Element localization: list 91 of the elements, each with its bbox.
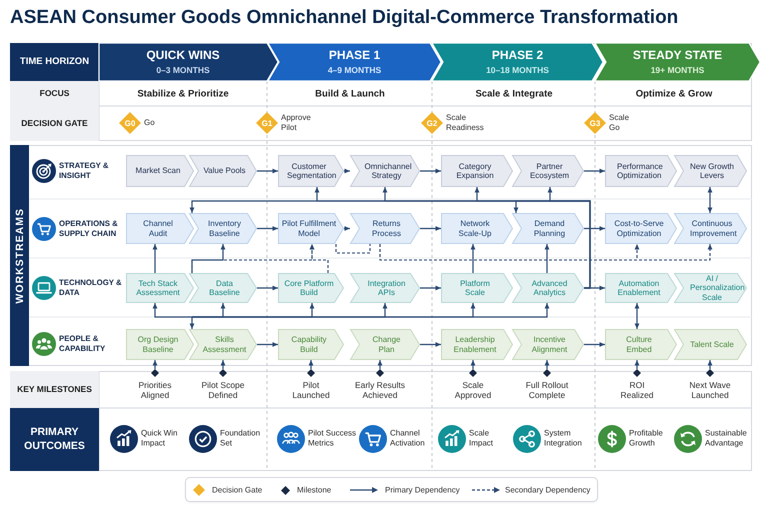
row-header: TIME HORIZON — [10, 43, 99, 81]
legend-label: Secondary Dependency — [505, 486, 590, 494]
process-step: Channel Audit — [126, 213, 194, 244]
outcome-label: Pilot Success Metrics — [308, 428, 358, 450]
milestone-label: ROI Realized — [619, 380, 655, 400]
arrow — [257, 286, 278, 290]
arrow — [544, 244, 550, 273]
arrow — [257, 168, 278, 174]
arrow — [310, 244, 329, 273]
arrow — [378, 360, 382, 369]
arrow — [152, 303, 192, 318]
arrow — [634, 360, 640, 369]
gate-diamond: G3 — [584, 112, 606, 134]
process-step: Tech Stack Assessment — [126, 273, 194, 303]
gate-diamond: G1 — [256, 112, 278, 134]
process-step: Network Scale-Up — [441, 213, 513, 244]
process-step: Market Scan — [126, 155, 194, 187]
arrow — [470, 244, 476, 273]
milestone-label: Next Wave Launched — [688, 380, 732, 400]
process-step: Leadership Enablement — [441, 329, 513, 360]
arrow — [708, 360, 712, 369]
focus-label: Stabilize & Prioritize — [137, 88, 229, 100]
phase-header: PHASE 1 4–9 MONTHS — [268, 43, 441, 81]
process-step: Platform Scale — [441, 273, 513, 303]
arrow — [514, 200, 591, 289]
gate-label: Approve Pilot — [281, 113, 312, 133]
arrow — [420, 342, 441, 347]
arrow — [470, 360, 476, 369]
arrow — [584, 226, 605, 231]
arrow — [344, 226, 350, 231]
row-header: FOCUS — [10, 81, 99, 106]
double-arrow — [708, 187, 712, 213]
arrow — [152, 244, 158, 273]
arrow — [152, 360, 158, 369]
arrow — [379, 244, 712, 261]
milestone-label: Early Results Achieved — [354, 380, 406, 400]
phase-header: QUICK WINS 0–3 MONTHS — [99, 43, 278, 81]
legend-label: Milestone — [297, 486, 332, 494]
gate-label: Scale Go — [609, 113, 630, 133]
connector-line — [335, 244, 371, 254]
outcome-label: Quick Win Impact — [141, 428, 178, 450]
arrow — [257, 226, 278, 231]
milestone-label: Pilot Launched — [291, 380, 331, 400]
process-step: Core Platform Build — [278, 273, 344, 303]
process-step: Customer Segmentation — [278, 155, 344, 187]
focus-label: Build & Launch — [315, 88, 385, 100]
outcome-label: Foundation Set — [220, 428, 262, 450]
outcome-label: System Integration — [544, 428, 583, 450]
process-step: Performance Optimization — [605, 155, 677, 187]
outcome-label: Profitable Growth — [629, 428, 664, 450]
arrow — [584, 342, 605, 347]
gate-diamond: G2 — [421, 112, 443, 134]
legend-label: Decision Gate — [212, 486, 262, 494]
process-step: Automation Enablement — [605, 273, 677, 303]
arrow — [420, 286, 441, 290]
phase-header: PHASE 2 10–18 MONTHS — [432, 43, 603, 81]
phase-header: STEADY STATE 19+ MONTHS — [595, 43, 760, 81]
process-step: Category Expansion — [441, 155, 513, 187]
row-header: PRIMARY OUTCOMES — [10, 408, 99, 471]
process-step: Pilot Fulfillment Model — [278, 213, 344, 244]
arrow — [420, 226, 441, 231]
row-header: KEY MILESTONES — [10, 371, 99, 408]
gate-label: Go — [144, 118, 155, 128]
diagram-title: ASEAN Consumer Goods Omnichannel Digital-Commerce Transformation — [10, 7, 678, 29]
section-band: WORKSTREAMS — [10, 145, 29, 366]
arrow — [190, 317, 194, 329]
arrow — [308, 360, 314, 369]
outcome-label: Sustainable Advantage — [705, 428, 748, 450]
process-step: Org Design Baseline — [126, 329, 194, 360]
arrow — [544, 360, 550, 369]
arrow — [584, 168, 605, 174]
gate-diamond: G0 — [119, 112, 141, 134]
milestone-label: Scale Approved — [454, 380, 492, 400]
process-step: Capability Build — [278, 329, 344, 360]
process-step: Cost-to-Serve Optimization — [605, 213, 677, 244]
process-step: Culture Embed — [605, 329, 677, 360]
arrow — [344, 168, 350, 174]
arrow — [192, 303, 550, 318]
arrow — [257, 342, 278, 347]
gate-label: Scale Readiness — [446, 113, 485, 133]
arrow — [220, 360, 226, 369]
outcome-label: Channel Activation — [390, 428, 426, 450]
outcome-label: Scale Impact — [469, 428, 494, 450]
milestone-label: Priorities Aligned — [137, 380, 173, 400]
double-arrow — [634, 303, 640, 329]
arrow — [191, 244, 226, 273]
milestone-label: Pilot Scope Defined — [200, 380, 246, 400]
row-header: DECISION GATE — [10, 106, 99, 141]
milestone-label: Full Rollout Complete — [524, 380, 570, 400]
legend-label: Primary Dependency — [385, 486, 460, 494]
arrow — [420, 168, 441, 174]
